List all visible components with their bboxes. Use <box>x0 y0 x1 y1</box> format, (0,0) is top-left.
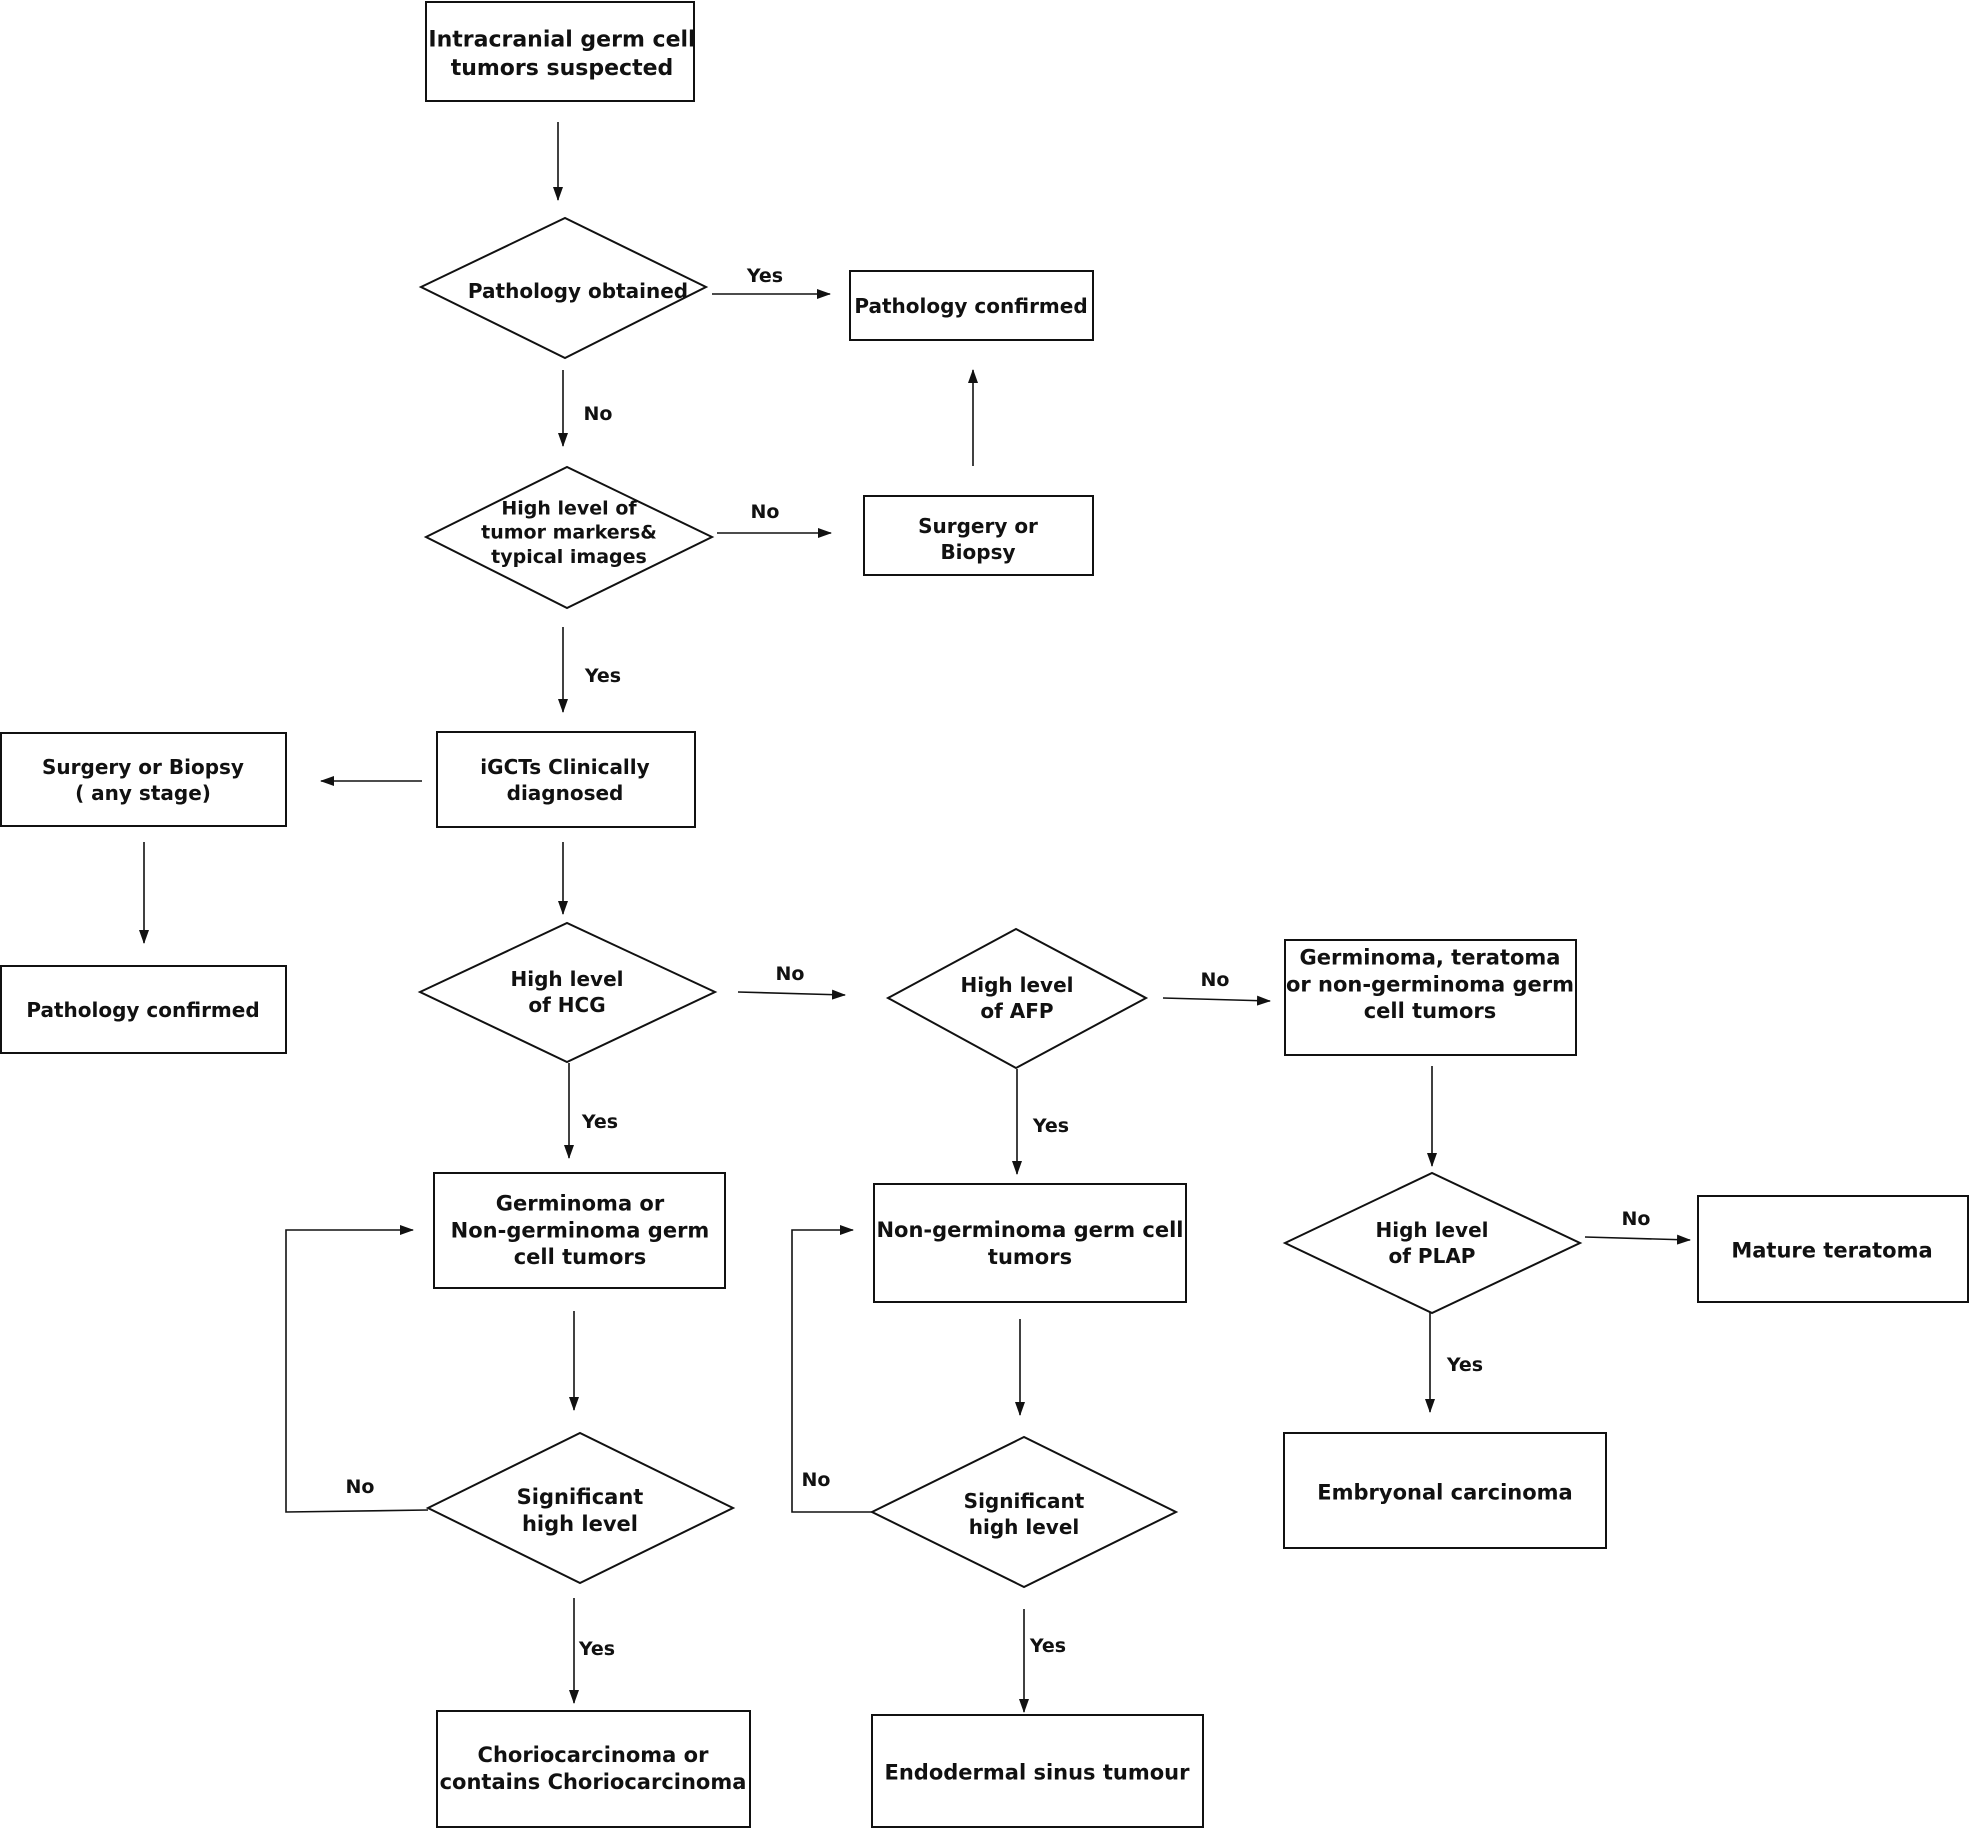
label-line: high level <box>969 1515 1080 1539</box>
node-endodermal-sinus-tumour: Endodermal sinus tumour <box>871 1714 1204 1828</box>
node-nongerminoma: Non-germinoma germ cell tumors <box>873 1183 1187 1303</box>
node-surgery-biopsy-any-text: Surgery or Biopsy( any stage) <box>42 755 244 805</box>
label-line: Non-germinoma germ <box>451 1218 710 1242</box>
node-germinoma-or-nongerminoma: Germinoma or Non-germinoma germ cell tumor… <box>433 1172 726 1289</box>
edge-label-sig1-no: No <box>346 1476 375 1498</box>
node-start: Intracranial germ cell tumors suspected <box>425 1 696 102</box>
node-germinoma-teratoma-nongerminoma-text: Germinoma, teratoma or non-germinoma germ… <box>1286 945 1574 1023</box>
label-line: High level <box>1376 1218 1489 1242</box>
node-germinoma-or-nongerminoma-text: Germinoma or Non-germinoma germ cell tumor… <box>451 1191 710 1269</box>
arrow-afp-no <box>1162 995 1271 1006</box>
node-choriocarcinoma-text: Choriocarcinoma or contains Choriocarcino… <box>440 1743 747 1794</box>
label-line: Non-germinoma germ cell <box>876 1218 1183 1242</box>
label-line: Surgery or <box>918 514 1038 538</box>
arrow-hcg-no <box>737 989 846 1000</box>
arrow-sig2-no-loop <box>791 1225 872 1513</box>
decision-pathology-obtained: Pathology obtained <box>418 216 709 360</box>
node-embryonal-carcinoma-text: Embryonal carcinoma <box>1317 1480 1572 1504</box>
node-pathology-confirmed-top: Pathology confirmed <box>849 270 1094 341</box>
node-germinoma-teratoma-nongerminoma: Germinoma, teratoma or non-germinoma germ… <box>1284 939 1577 1056</box>
decision-high-markers-text: High level of tumor markers&typical image… <box>481 497 657 568</box>
decision-significant-1: Significant high level <box>425 1431 736 1585</box>
label-line: or non-germinoma germ <box>1286 972 1574 996</box>
label-line: of PLAP <box>1389 1244 1476 1268</box>
label-line: cell tumors <box>1364 999 1497 1023</box>
label-line: Biopsy <box>940 540 1015 564</box>
label-line: of HCG <box>528 993 605 1017</box>
edge-label-sig1-yes: Yes <box>578 1638 615 1660</box>
edge-label-afp-no: No <box>1201 969 1230 991</box>
edge-label-hcg-no: No <box>776 963 805 985</box>
decision-significant-1-text: Significant high level <box>517 1485 644 1536</box>
label-line: tumors <box>988 1245 1072 1269</box>
label-line: High level of <box>501 497 637 519</box>
node-endodermal-sinus-tumour-text: Endodermal sinus tumour <box>885 1760 1191 1784</box>
edge-label-markers-no: No <box>751 501 780 523</box>
label-line: diagnosed <box>507 781 624 805</box>
edge-label-pathology-yes: Yes <box>746 265 783 287</box>
label-line: Embryonal carcinoma <box>1317 1480 1572 1504</box>
edge-label-hcg-yes: Yes <box>581 1111 618 1133</box>
decision-high-markers: High level of tumor markers&typical image… <box>423 465 715 610</box>
label-line: Germinoma or <box>496 1191 665 1215</box>
edge-label-plap-no: No <box>1622 1208 1651 1230</box>
edge-label-sig2-yes: Yes <box>1029 1635 1066 1657</box>
label-line: ( any stage) <box>75 781 211 805</box>
edge-label-pathology-no: No <box>584 403 613 425</box>
node-mature-teratoma: Mature teratoma <box>1697 1195 1969 1303</box>
node-pathology-confirmed-left: Pathology confirmed <box>0 965 287 1054</box>
label-line: Mature teratoma <box>1731 1238 1932 1262</box>
node-nongerminoma-text: Non-germinoma germ cell tumors <box>876 1218 1183 1269</box>
node-surgery-biopsy-any: Surgery or Biopsy( any stage) <box>0 732 287 827</box>
edge-label-afp-yes: Yes <box>1032 1115 1069 1137</box>
edge-labels: Yes No No Yes No Yes No Yes No Yes No Ye… <box>346 265 1651 1660</box>
label-line: Surgery or Biopsy <box>42 755 244 779</box>
edge-label-markers-yes: Yes <box>584 665 621 687</box>
label-line: High level <box>511 967 624 991</box>
label-line: Intracranial germ cell <box>428 28 695 53</box>
node-mature-teratoma-text: Mature teratoma <box>1731 1238 1932 1262</box>
edge-label-sig2-no: No <box>802 1469 831 1491</box>
label-line: cell tumors <box>514 1245 647 1269</box>
label-line: tumors suspected <box>451 56 674 81</box>
label-line: High level <box>961 973 1074 997</box>
arrow-sig1-no-loop <box>285 1225 429 1513</box>
label-line: of AFP <box>980 999 1053 1023</box>
node-start-text: Intracranial germ cell tumors suspected <box>428 28 695 81</box>
label-line: Pathology confirmed <box>26 998 259 1022</box>
label-line: Endodermal sinus tumour <box>885 1760 1191 1784</box>
arrow-plap-no <box>1584 1234 1691 1245</box>
label-line: Significant <box>964 1489 1085 1513</box>
label-line: iGCTs Clinically <box>480 755 649 779</box>
edge-label-plap-yes: Yes <box>1446 1354 1483 1376</box>
label-line: high level <box>522 1512 638 1536</box>
decision-pathology-obtained-text: Pathology obtained <box>468 279 688 303</box>
node-pathology-confirmed-left-text: Pathology confirmed <box>26 998 259 1022</box>
label-line: contains Choriocarcinoma <box>440 1770 747 1794</box>
node-choriocarcinoma: Choriocarcinoma or contains Choriocarcino… <box>436 1710 751 1828</box>
connectors <box>139 122 1691 1713</box>
label-line: tumor markers& <box>481 522 657 544</box>
label-line: Germinoma, teratoma <box>1300 945 1561 969</box>
node-pathology-confirmed-top-text: Pathology confirmed <box>854 294 1087 318</box>
label-line: Choriocarcinoma or <box>478 1743 710 1767</box>
node-embryonal-carcinoma: Embryonal carcinoma <box>1283 1432 1607 1549</box>
label-line: Pathology obtained <box>468 279 688 303</box>
label-line: Pathology confirmed <box>854 294 1087 318</box>
label-line: typical images <box>491 546 647 568</box>
label-line: Significant <box>517 1485 644 1509</box>
